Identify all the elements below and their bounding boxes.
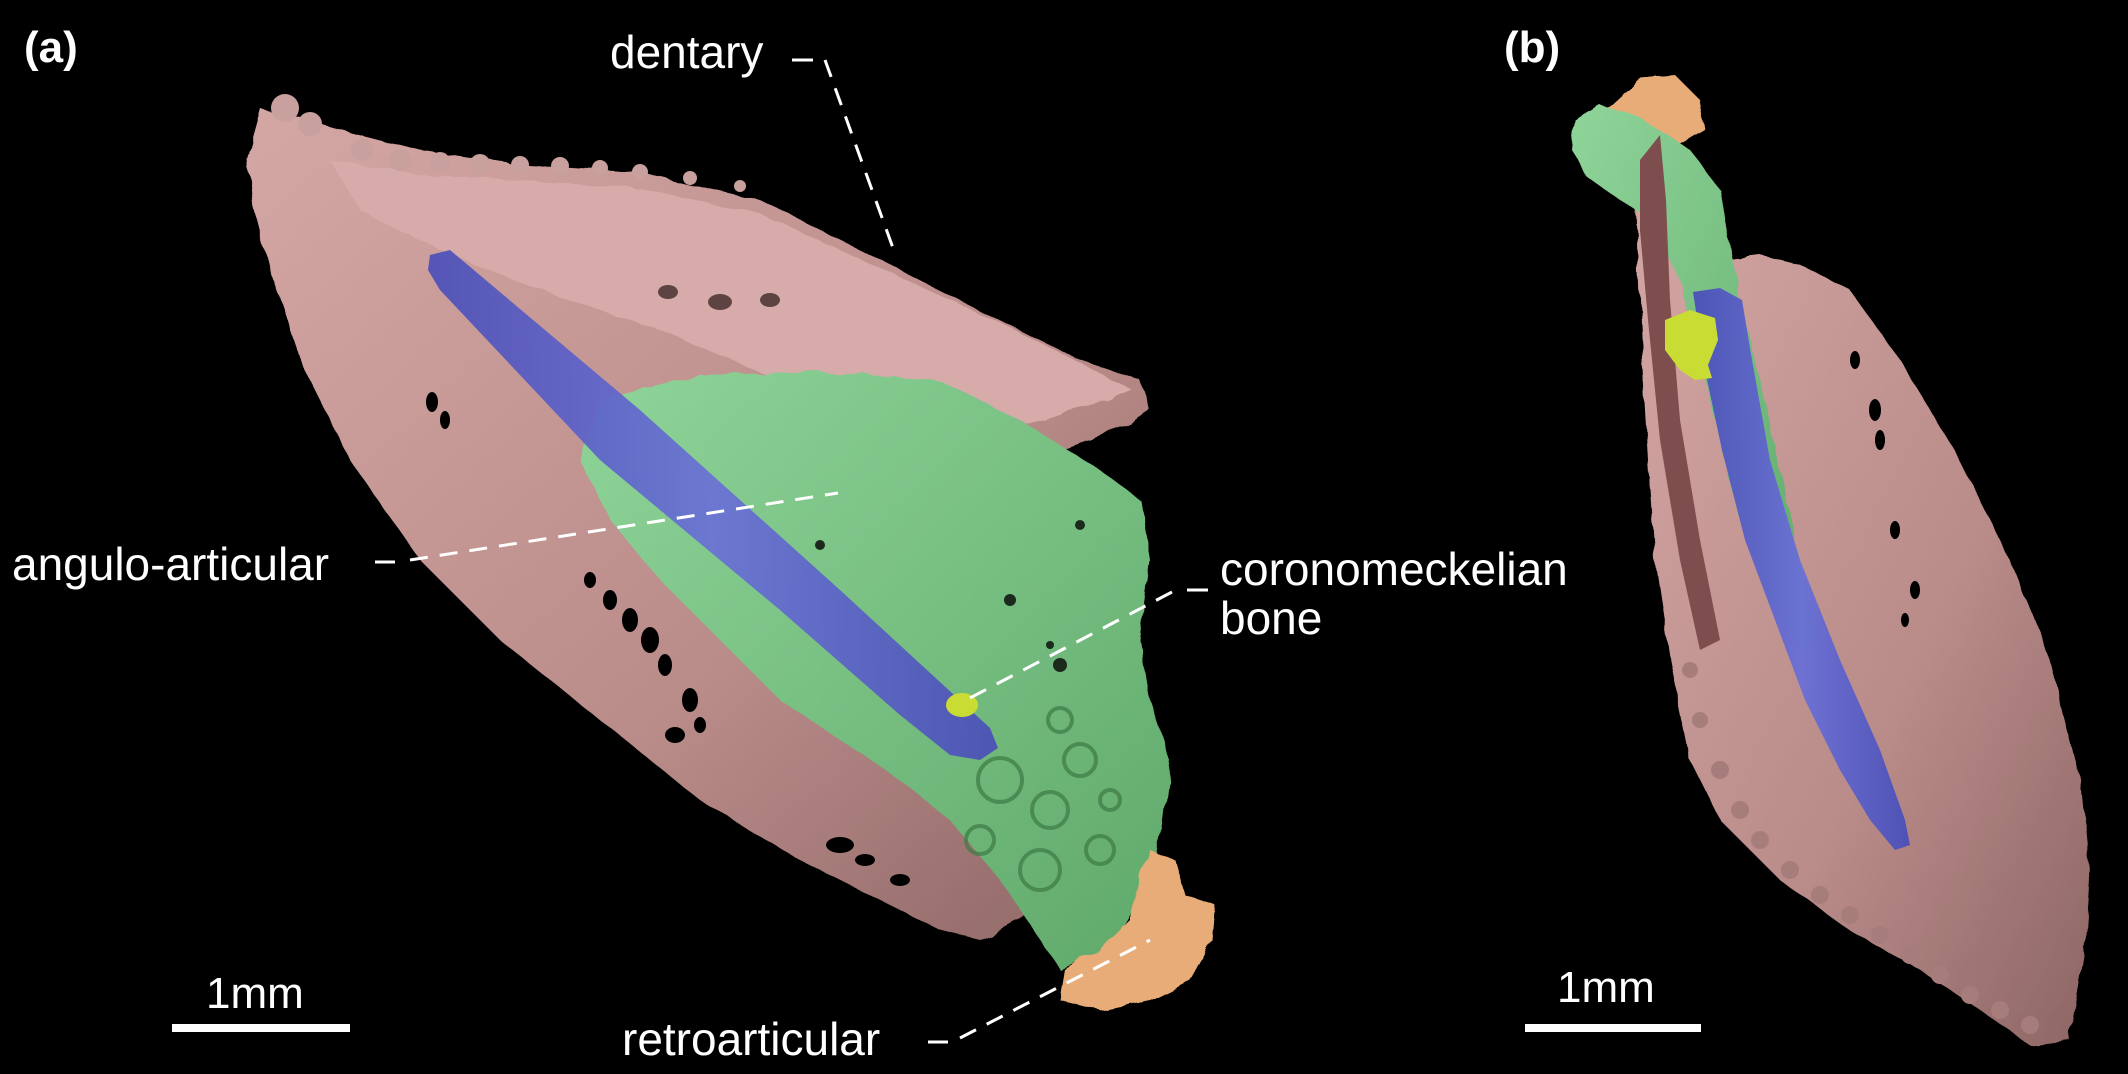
prearticular-bone-a: [428, 250, 998, 760]
angulo-articular-leader: [409, 491, 839, 562]
dentary-spines-b: [1682, 662, 2039, 1034]
dentary-teeth-a: [271, 94, 746, 192]
scale-bar-a: [172, 1024, 350, 1032]
scale-bar-b: [1525, 1024, 1701, 1032]
label-retroarticular: retroarticular: [622, 1013, 880, 1065]
prearticular-bone-b: [1693, 288, 1910, 850]
retroarticular-leader: [959, 938, 1151, 1040]
dentary-foramina-b: [1850, 351, 1920, 627]
retroarticular-bone-a: [1060, 850, 1215, 1010]
leader-lines: [375, 58, 1208, 1044]
dentary-leader: [823, 59, 895, 249]
angulo-articular-texture-a: [964, 706, 1122, 892]
dentary-inner-sliver-b: [1640, 135, 1720, 650]
panel-label-b: (b): [1504, 23, 1560, 72]
dentary-flange-a: [330, 160, 1130, 430]
dentary-foramina-a: [426, 285, 910, 886]
panel-b-specimen: [1572, 75, 2090, 1045]
angulo-articular-foramina-a: [815, 520, 1085, 672]
scale-label-b: 1mm: [1557, 963, 1655, 1012]
label-dentary: dentary: [610, 26, 763, 78]
label-coronomeckelian-line2: bone: [1220, 592, 1322, 644]
panel-label-a: (a): [24, 23, 78, 72]
label-angulo-articular: angulo-articular: [12, 538, 329, 590]
coronomeckelian-bone-a: [946, 693, 978, 717]
label-coronomeckelian-line1: coronomeckelian: [1220, 543, 1568, 595]
scale-label-a: 1mm: [206, 969, 304, 1018]
coronomeckelian-bone-b: [1665, 310, 1718, 380]
coronomeckelian-leader: [969, 590, 1173, 700]
panel-a-specimen: [248, 94, 1215, 1010]
